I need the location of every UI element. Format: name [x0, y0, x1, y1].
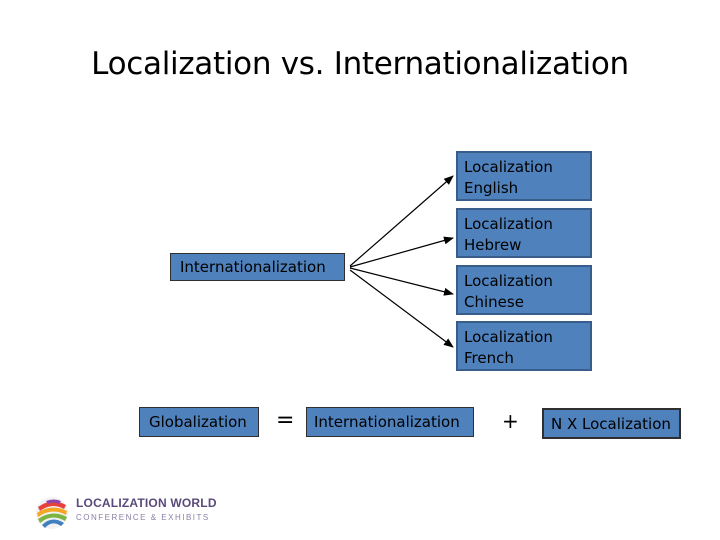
globalization-box: Globalization [139, 407, 259, 437]
slide-title: Localization vs. Internationalization [91, 46, 629, 82]
equals-sign: = [276, 408, 295, 433]
arrow-to-english [349, 175, 454, 267]
logo-tagline: CONFERENCE & EXHIBITS [76, 513, 210, 522]
node-label-line2: Hebrew [464, 236, 522, 254]
plus-sign: + [502, 409, 519, 433]
localization-hebrew-node: Localization Hebrew [456, 208, 592, 258]
arrow-to-french [349, 269, 454, 348]
n-x-localization-box: N X Localization [542, 408, 681, 439]
internationalization-box: Internationalization [306, 407, 474, 437]
arrow-to-chinese [349, 267, 454, 296]
node-label-line2: French [464, 349, 514, 367]
node-label-line1: Localization [464, 158, 553, 176]
internationalization-node: Internationalization [170, 253, 345, 281]
node-label-line1: Localization [464, 272, 553, 290]
node-label-line1: Localization [464, 215, 553, 233]
localization-english-node: Localization English [456, 151, 592, 201]
logo-name: LOCALIZATION WORLD [76, 496, 217, 510]
arrow-to-hebrew [349, 236, 454, 268]
localization-chinese-node: Localization Chinese [456, 265, 592, 315]
localization-french-node: Localization French [456, 321, 592, 371]
node-label-line2: Chinese [464, 293, 524, 311]
node-label-line1: Localization [464, 328, 553, 346]
node-label-line2: English [464, 179, 519, 197]
logo-icon [36, 497, 68, 529]
